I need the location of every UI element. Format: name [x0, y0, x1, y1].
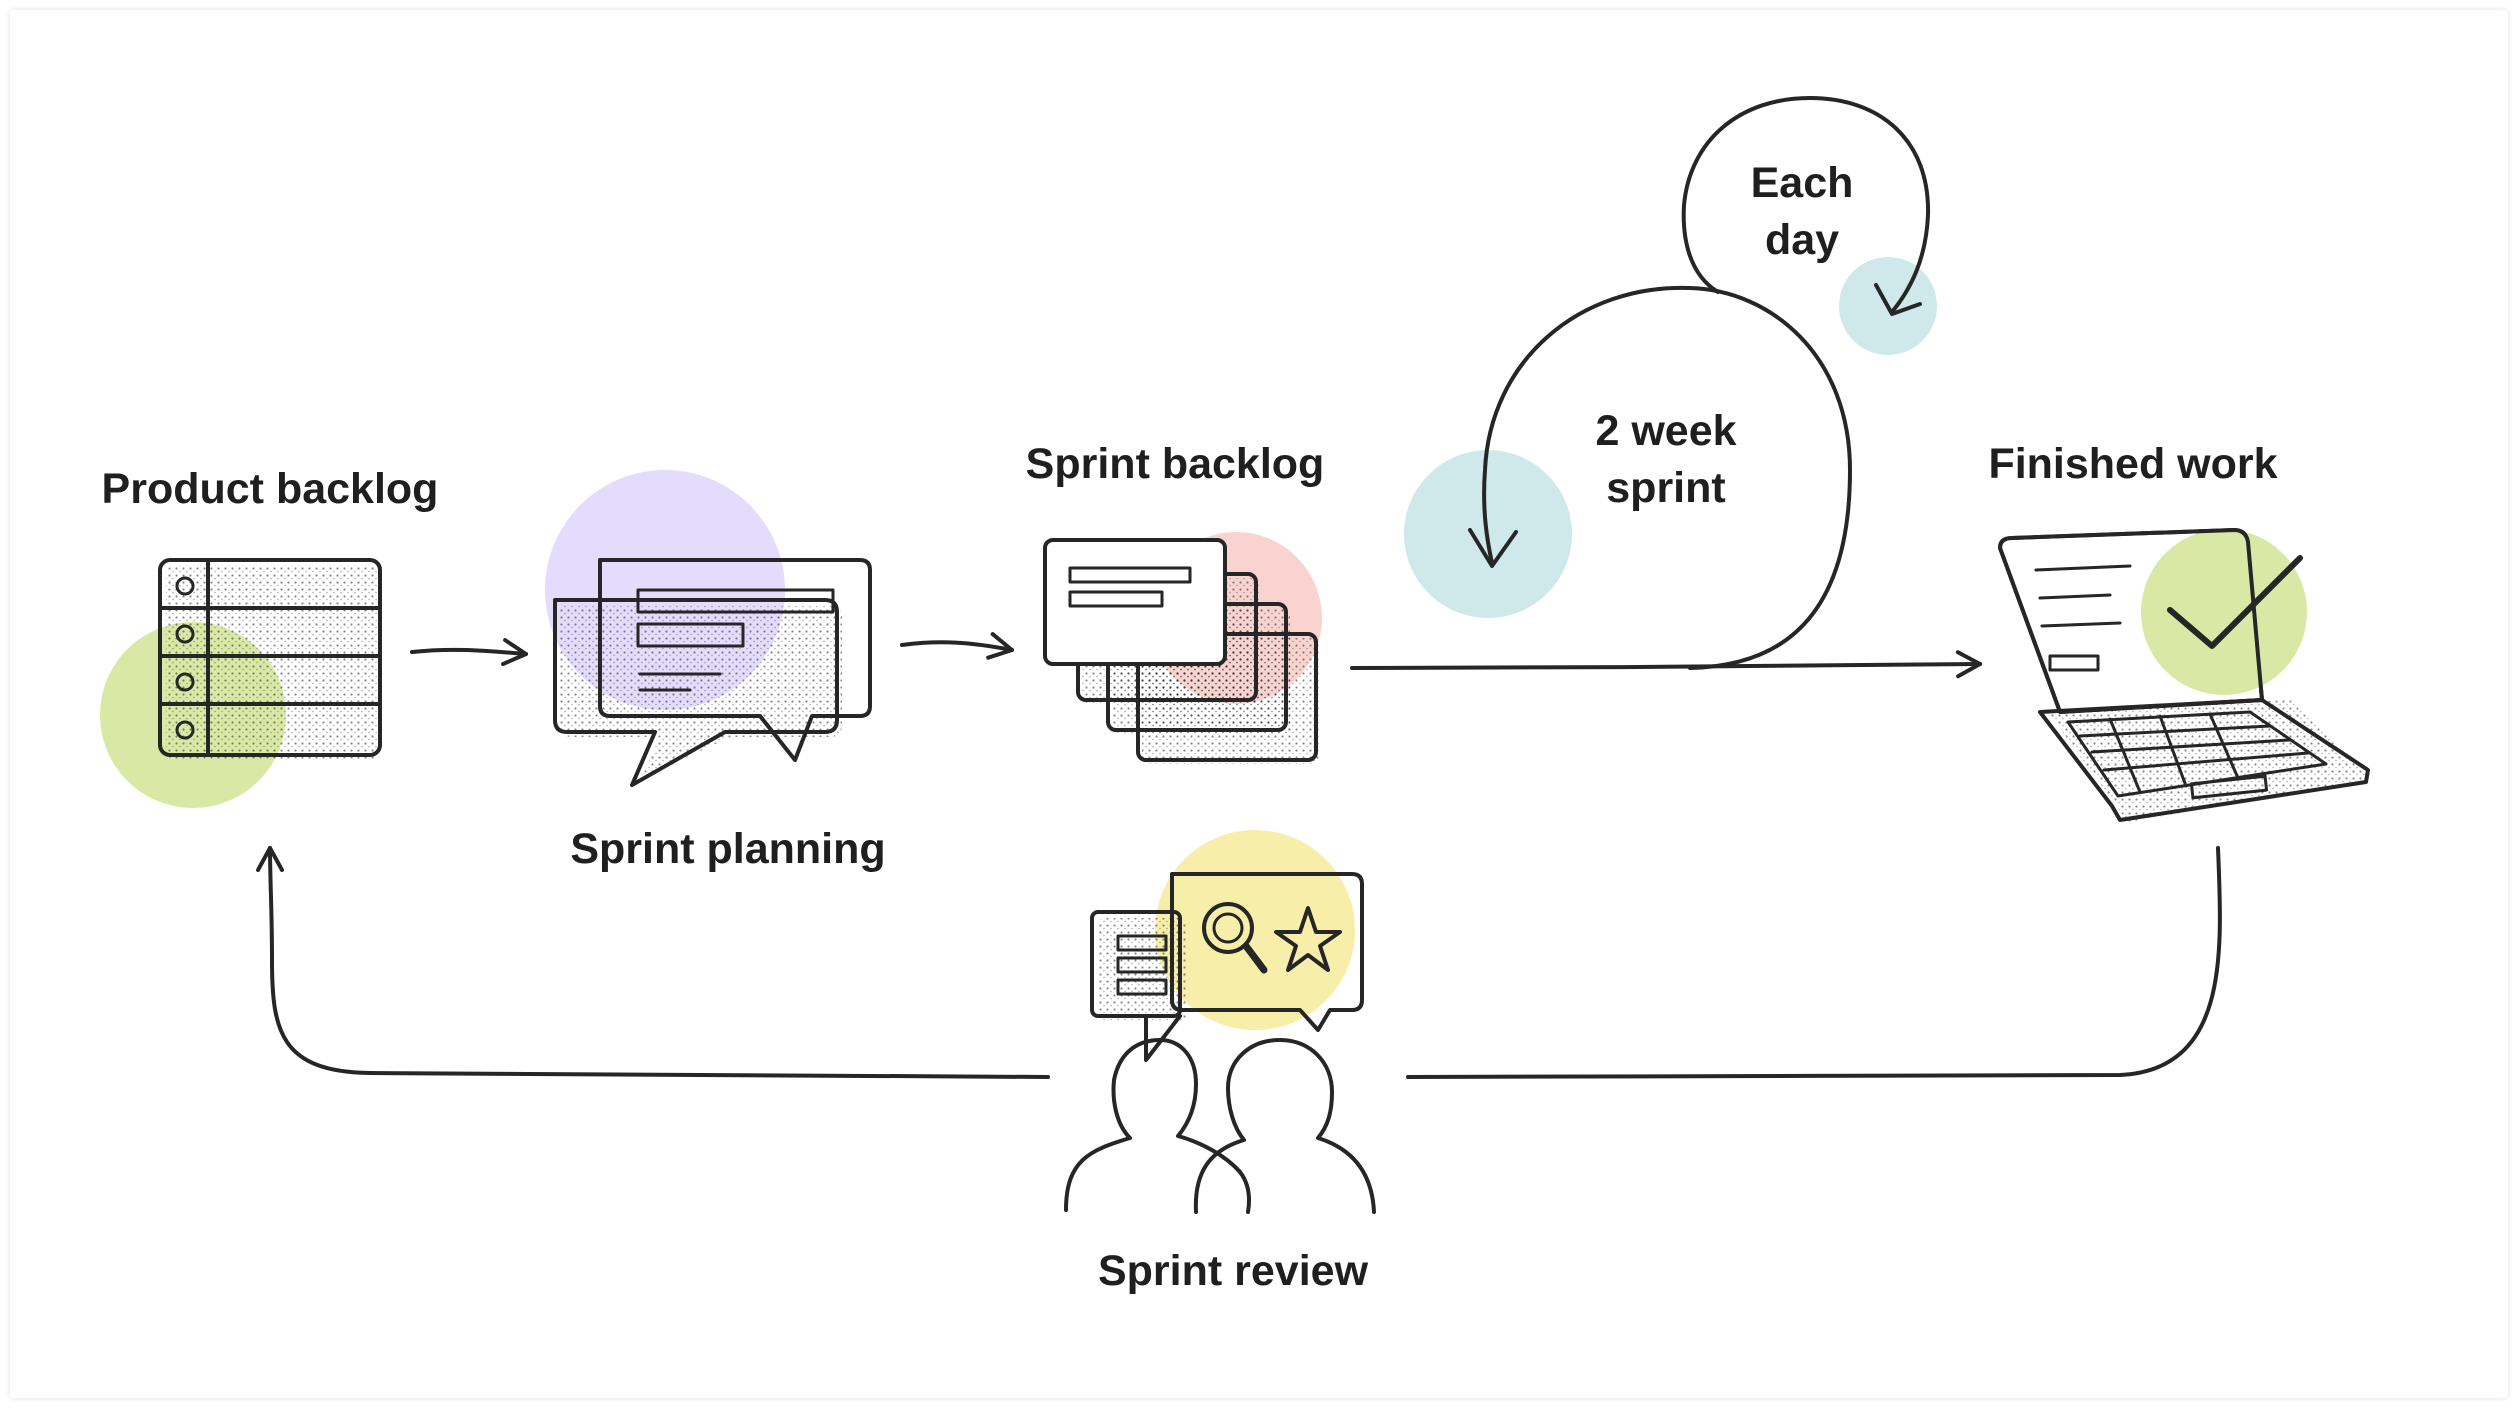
each-day-label-line2: day	[1765, 216, 1839, 264]
product-backlog-label: Product backlog	[102, 465, 439, 513]
speech-bubbles-icon	[545, 470, 872, 787]
sprint-planning-label: Sprint planning	[570, 825, 885, 873]
daily-loop-arrowhead	[1874, 283, 1922, 316]
two-week-label-line1: 2 week	[1595, 407, 1736, 455]
people-review-icon	[1064, 830, 1376, 1214]
stacked-cards-icon	[1043, 532, 1322, 764]
product-backlog-group: Product backlog	[100, 465, 438, 808]
each-day-label-line1: Each	[1751, 159, 1854, 207]
arrow-to-product-backlog	[256, 846, 1050, 1079]
daily-loop	[1681, 96, 1931, 314]
arrow-to-sprint-planning	[410, 638, 528, 667]
finished-work-group: Finished work	[1988, 440, 2372, 822]
sprint-review-group: Sprint review	[256, 830, 2222, 1295]
arrow-to-sprint-backlog	[900, 632, 1014, 660]
sprint-review-label: Sprint review	[1098, 1247, 1369, 1295]
two-week-loop	[1482, 285, 1852, 670]
table-list-icon	[100, 558, 382, 808]
two-week-label-line2: sprint	[1606, 464, 1725, 512]
sprint-backlog-label: Sprint backlog	[1026, 440, 1325, 488]
sprint-loop-group: 2 week sprint Each day	[1404, 96, 1937, 670]
path-finished-to-review	[1406, 846, 2222, 1079]
two-week-loop-arrowhead	[1468, 528, 1518, 568]
arrow-to-finished-work	[1350, 650, 1982, 679]
laptop-check-icon	[1998, 528, 2372, 822]
finished-work-label: Finished work	[1988, 440, 2277, 488]
sprint-backlog-group: Sprint backlog	[1026, 440, 1325, 764]
sprint-planning-group: Sprint planning	[545, 470, 886, 873]
